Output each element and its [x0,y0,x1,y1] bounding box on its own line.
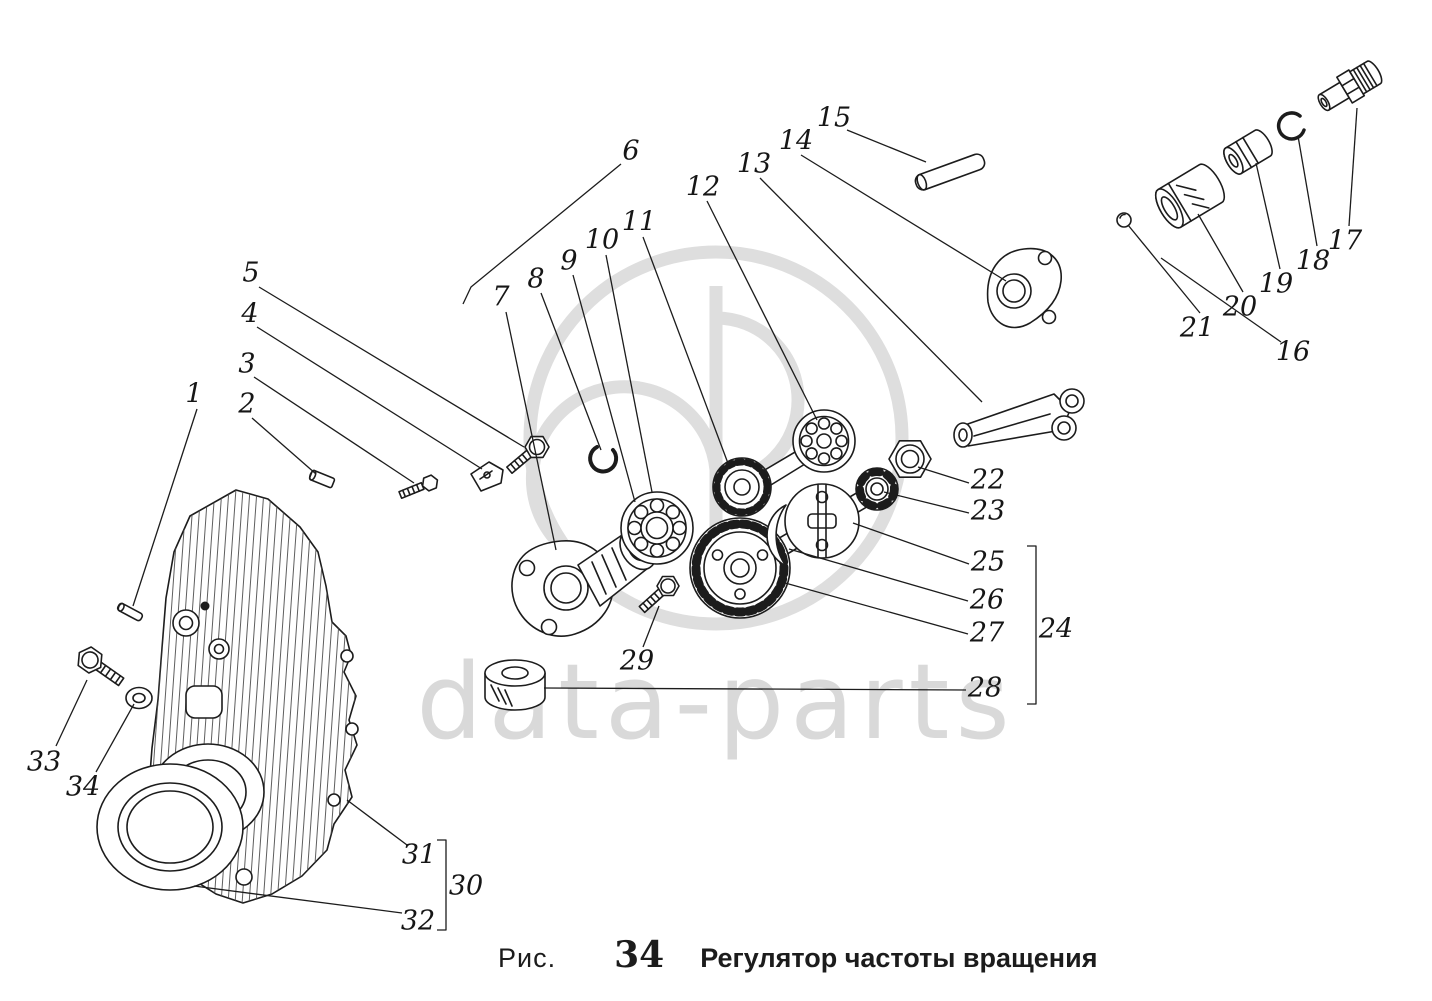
snap-ring-18 [1276,111,1306,141]
leader-18 [1297,135,1318,247]
leader-16 [1160,257,1282,343]
bolt-part-29 [638,575,680,614]
clamp-part-4 [470,461,504,492]
leader-23 [883,491,970,514]
bushing-part-28 [484,659,546,711]
leader-7 [505,311,557,551]
leader-14 [800,154,1007,282]
washer-part-34 [125,686,153,710]
leader-5 [258,286,525,448]
leader-29 [642,605,660,648]
leader-10 [605,254,653,493]
plunger-part-19 [1223,129,1273,175]
fork-lever-13 [953,388,1085,448]
pin-part-1 [116,602,144,622]
leader-20 [1197,213,1244,293]
leader-26 [788,548,969,602]
thrust-bearing-12 [792,409,856,473]
leader-12 [706,200,818,421]
pin-rod-15 [914,153,986,191]
leader-28 [543,687,967,691]
driven-gear-26 [689,517,791,619]
leader-34 [95,703,135,773]
leader-lines [55,107,1358,931]
bushing-part-20 [1154,163,1226,229]
ball-part-21 [1116,212,1132,228]
leader-4 [256,326,483,470]
leader-31 [346,799,408,846]
leader-19 [1255,162,1281,270]
fitting-part-17 [1317,60,1383,112]
housing-dowel [200,601,210,611]
figure-caption: Рис. 34 Регулятор частоты вращения [498,934,1097,976]
leader-2 [251,417,317,475]
leader-33 [55,679,88,747]
figure-title: Регулятор частоты вращения [700,943,1098,973]
leader-21 [1127,224,1201,314]
leader-11 [642,236,730,467]
figure-number: 34 [614,934,665,976]
leader-8 [540,292,602,451]
housing-window [185,685,223,719]
bolt-part-3 [398,474,439,500]
leader-25 [852,522,970,565]
leader-6 [462,163,622,305]
bolt-part-33 [77,646,125,687]
leader-3 [253,376,415,484]
governor-housing [96,489,359,904]
leader-30 [437,839,447,931]
coupling-halves-25 [766,483,860,567]
rocker-bracket-14 [986,247,1062,329]
leader-1 [132,408,198,607]
leader-24 [1027,545,1037,705]
leader-15 [846,129,927,163]
pin-part-2 [308,469,336,489]
bolt-part-5 [506,435,550,475]
star-washer-23 [855,467,899,511]
caption-prefix: Рис. [498,943,557,973]
leader-32 [193,885,403,914]
leader-9 [572,274,636,503]
leader-22 [917,466,970,484]
leader-27 [777,580,969,635]
leader-17 [1348,107,1358,227]
leader-13 [759,177,983,403]
ball-bearing-10 [620,491,694,565]
circlip-part-8 [588,445,619,474]
